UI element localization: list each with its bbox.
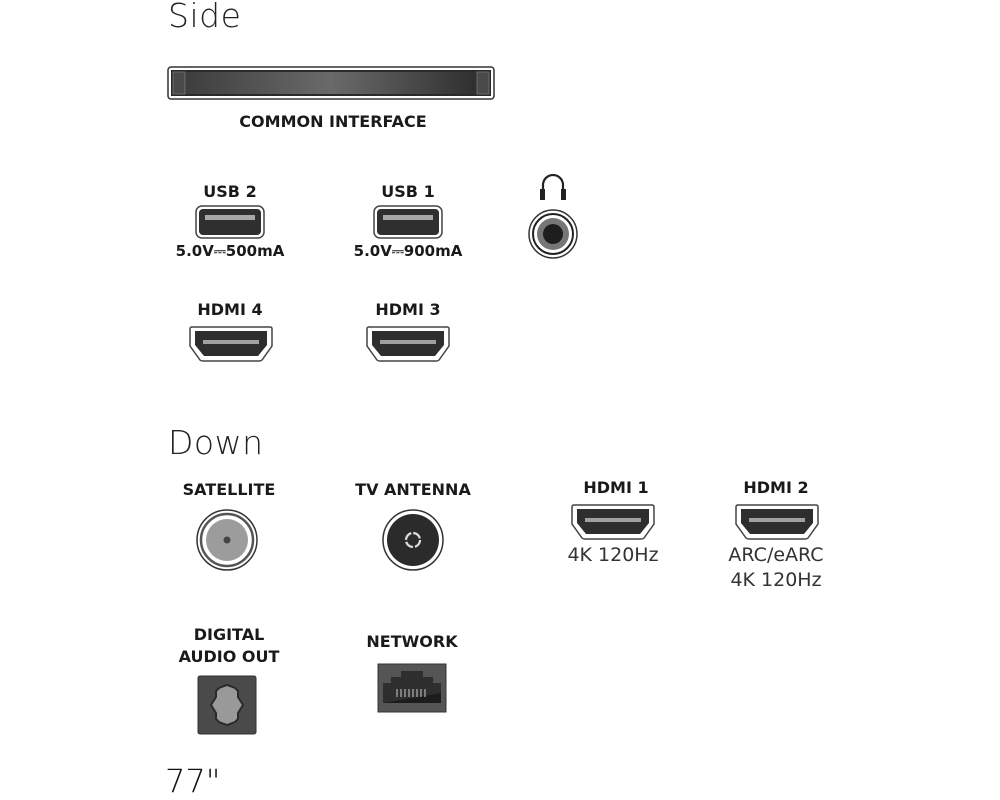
optical-port-icon [197, 675, 257, 735]
headphone-icon [537, 171, 569, 203]
usb2-label: USB 2 [203, 182, 257, 201]
hdmi3-label: HDMI 3 [375, 300, 441, 319]
hdmi2-label: HDMI 2 [743, 478, 809, 497]
hdmi3-port [365, 324, 451, 364]
headphone-jack [527, 208, 579, 260]
digital-audio-out-label: DIGITAL AUDIO OUT [165, 624, 293, 668]
coax-f-connector-icon [196, 509, 258, 571]
section-title-side: Side [168, 0, 242, 35]
hdmi-port-icon [366, 326, 450, 362]
hdmi-port-icon [571, 504, 655, 540]
hdmi1-port [570, 502, 656, 542]
satellite-connector [194, 508, 260, 572]
hdmi2-spec: 4K 120Hz [730, 569, 822, 591]
usb-port-icon [373, 205, 443, 239]
satellite-label: SATELLITE [182, 480, 276, 499]
network-port [377, 663, 447, 713]
hdmi2-arc: ARC/eARC [728, 544, 824, 566]
tv-antenna-label: TV ANTENNA [355, 480, 471, 499]
common-interface-slot [167, 66, 495, 100]
section-title-down: Down [168, 423, 264, 462]
usb2-port [195, 205, 265, 239]
ethernet-port-icon [377, 663, 447, 713]
hdmi-port-icon [189, 326, 273, 362]
audio-jack-icon [528, 209, 578, 259]
usb1-rating: 5.0V⎓900mA [353, 242, 463, 260]
digital-audio-out-label-line2: AUDIO OUT [178, 647, 280, 666]
antenna-connector-icon [382, 509, 444, 571]
network-label: NETWORK [366, 632, 458, 651]
usb-port-icon [195, 205, 265, 239]
usb1-port [373, 205, 443, 239]
usb1-label: USB 1 [381, 182, 435, 201]
hdmi1-label: HDMI 1 [583, 478, 649, 497]
hdmi4-label: HDMI 4 [197, 300, 263, 319]
digital-audio-out-label-line1: DIGITAL [193, 625, 265, 644]
digital-audio-out-port [197, 675, 257, 735]
ci-slot-icon [167, 66, 495, 100]
hdmi2-port [734, 502, 820, 542]
usb2-rating: 5.0V⎓500mA [175, 242, 285, 260]
hdmi-port-icon [735, 504, 819, 540]
hdmi1-spec: 4K 120Hz [567, 544, 659, 566]
common-interface-label: COMMON INTERFACE [239, 112, 427, 131]
screen-size: 77" [165, 762, 221, 800]
hdmi4-port [188, 324, 274, 364]
tv-antenna-connector [380, 508, 446, 572]
